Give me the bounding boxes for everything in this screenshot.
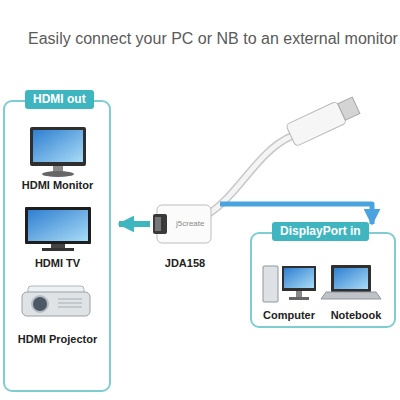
computer-monitor bbox=[282, 266, 316, 291]
notebook-icon bbox=[321, 265, 381, 299]
panel-heading: HDMI out bbox=[25, 90, 94, 109]
adapter-cable bbox=[208, 136, 292, 214]
device-label: HDMI Monitor bbox=[15, 179, 100, 192]
monitor-bezel bbox=[30, 127, 86, 166]
device-label: HDMI Projector bbox=[10, 333, 105, 346]
adapter-body bbox=[153, 205, 211, 243]
output-panel: HDMI outHDMI MonitorHDMI TVHDMI Projecto… bbox=[3, 100, 111, 392]
device-item: Computer bbox=[258, 258, 320, 322]
computer-screen bbox=[284, 268, 314, 288]
tv-foot bbox=[42, 248, 74, 251]
device-item: Notebook bbox=[322, 258, 390, 322]
connector-arrow bbox=[220, 204, 372, 224]
device-item: HDMI Projector bbox=[10, 280, 105, 346]
computer-stand bbox=[296, 291, 302, 297]
monitor-icon bbox=[30, 127, 86, 177]
notebook-lid bbox=[331, 265, 371, 292]
computer-tower bbox=[263, 266, 278, 302]
device-item: HDMI Monitor bbox=[15, 120, 100, 192]
projector-vent bbox=[58, 303, 82, 304]
device-label: HDMI TV bbox=[15, 257, 100, 270]
tv-icon bbox=[25, 207, 91, 251]
panel-heading: DisplayPort in bbox=[272, 222, 369, 241]
device-label: Notebook bbox=[322, 309, 390, 322]
monitor-base bbox=[42, 171, 74, 177]
input-panel: DisplayPort inComputerNotebook bbox=[250, 232, 396, 328]
page-title: Easily connect your PC or NB to an exter… bbox=[28, 30, 398, 48]
tv-screen bbox=[28, 210, 88, 241]
cable-outline bbox=[208, 136, 292, 214]
hdmi-port bbox=[153, 214, 167, 234]
projector-vent bbox=[58, 299, 82, 300]
projector-icon bbox=[22, 286, 90, 316]
device-label: Computer bbox=[258, 309, 320, 322]
cable-core bbox=[208, 136, 292, 214]
projector-body bbox=[22, 292, 90, 316]
notebook-screen bbox=[334, 268, 368, 289]
plug-housing bbox=[286, 101, 347, 146]
notebook-base bbox=[321, 292, 381, 299]
connector-guide bbox=[111, 224, 150, 225]
connector-guide bbox=[220, 204, 372, 232]
brand-label: j5create bbox=[176, 219, 204, 228]
hdmi-port-pins bbox=[155, 217, 161, 231]
adapter-item: JDA158 bbox=[150, 200, 220, 270]
computer-icon bbox=[263, 266, 316, 302]
computer-base bbox=[289, 297, 309, 300]
device-label: JDA158 bbox=[150, 257, 220, 270]
device-item: HDMI TV bbox=[15, 200, 100, 270]
displayport-plug bbox=[286, 94, 361, 146]
projector-lens bbox=[32, 296, 48, 312]
projector-vent bbox=[58, 307, 82, 308]
tv-bezel bbox=[25, 207, 91, 244]
tv-neck bbox=[51, 244, 65, 248]
plug-tip bbox=[338, 97, 360, 120]
connector-arrow bbox=[119, 221, 150, 227]
monitor-screen bbox=[33, 130, 83, 162]
